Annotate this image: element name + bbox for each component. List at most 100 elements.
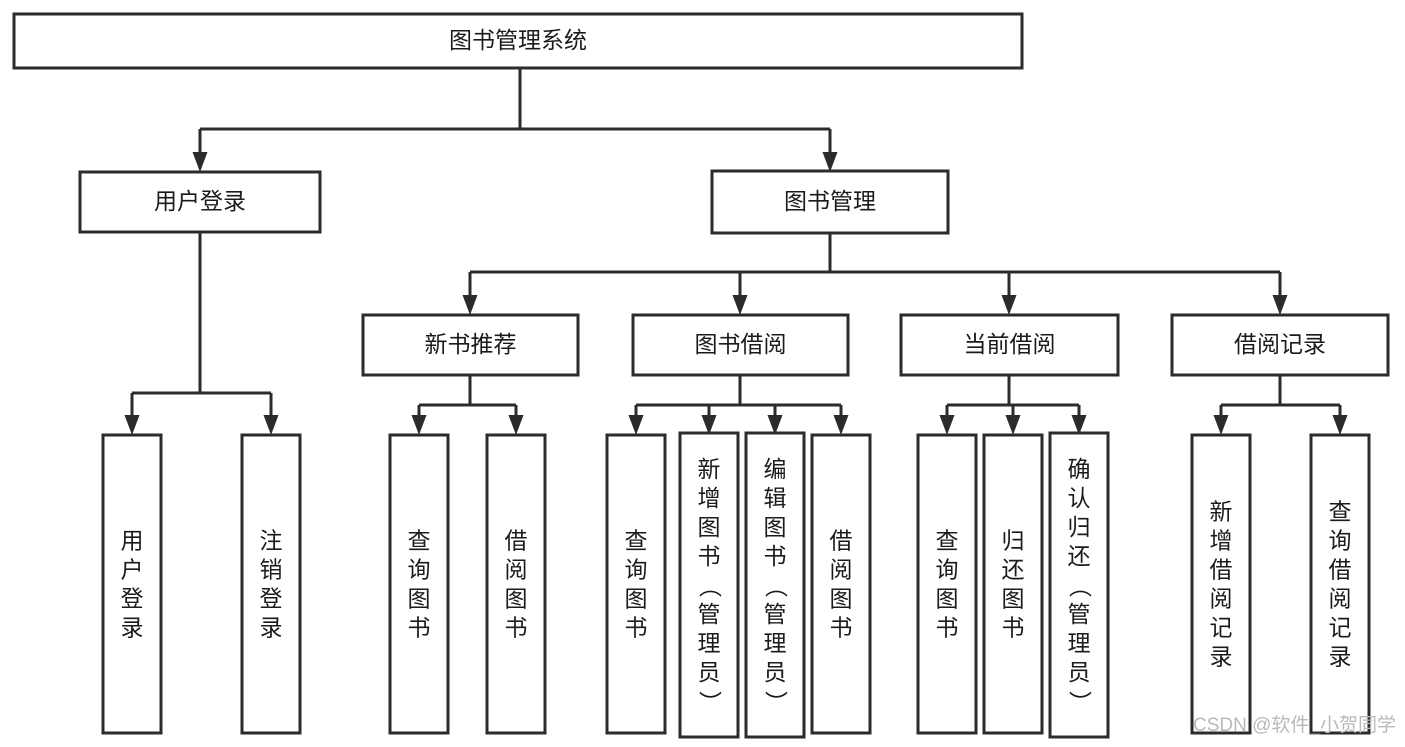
node-box[interactable] [605, 433, 667, 735]
node-box[interactable] [810, 433, 872, 735]
arrow-head-icon [1332, 415, 1348, 435]
node-label-char: 理 [1068, 630, 1091, 656]
node-label: 当前借阅 [964, 331, 1056, 357]
node-box[interactable] [12, 12, 1024, 70]
node-label-char: 图 [764, 514, 787, 540]
node-label-char: 理 [698, 630, 721, 656]
node-label-char: 管 [698, 601, 721, 627]
node-box[interactable] [485, 433, 547, 735]
node-box[interactable] [982, 433, 1044, 735]
node-box[interactable] [361, 313, 580, 377]
node-level1-1[interactable]: 图书管理 [710, 169, 950, 235]
node-label-char: 书 [936, 615, 959, 641]
node-label-char: 图 [625, 586, 648, 612]
node-box[interactable] [240, 433, 302, 735]
node-label-char: 录 [1329, 644, 1352, 670]
node-level1-0[interactable]: 用户登录 [78, 170, 322, 234]
node-label-char: 阅 [1210, 586, 1233, 612]
node-label-char: 还 [1002, 557, 1025, 583]
node-label-char: 书 [1002, 615, 1025, 641]
arrow-head-icon [833, 415, 849, 435]
node-label-char: 阅 [1329, 586, 1352, 612]
node-label-char: 登 [260, 586, 283, 612]
node-level2-1[interactable]: 图书借阅 [631, 313, 850, 377]
node-box[interactable] [631, 313, 850, 377]
node-label-char: 销 [260, 557, 283, 583]
node-label-char: 图 [936, 586, 959, 612]
arrow-head-icon [411, 415, 427, 435]
arrow-head-icon [1001, 295, 1017, 315]
node-label: 新书推荐 [425, 331, 517, 357]
node-label-char: 借 [1329, 557, 1352, 583]
node-box[interactable] [678, 431, 740, 739]
node-box[interactable] [744, 431, 806, 739]
arrow-head-icon [124, 415, 140, 435]
node-root-0[interactable]: 图书管理系统 [12, 12, 1024, 70]
connector-layer [124, 68, 1348, 435]
node-level2-2[interactable]: 当前借阅 [899, 313, 1120, 377]
node-box[interactable] [1309, 433, 1371, 735]
node-label-char: 员 [1068, 659, 1091, 685]
node-label-char: 还 [1068, 543, 1091, 569]
node-label-char: 新 [698, 456, 721, 482]
watermark-layer: CSDN @软件_小贺同学 [1193, 714, 1396, 736]
node-label-char: 增 [698, 485, 721, 511]
node-label-char: 认 [1068, 485, 1091, 511]
arrow-head-icon [939, 415, 955, 435]
node-label-char: 阅 [830, 557, 853, 583]
node-box[interactable] [78, 170, 322, 234]
node-label-char: 书 [698, 543, 721, 569]
node-level2-3[interactable]: 借阅记录 [1170, 313, 1390, 377]
node-label-char: （ [763, 575, 789, 598]
arrow-head-icon [508, 415, 524, 435]
node-label-char: 员 [698, 659, 721, 685]
node-box[interactable] [1190, 433, 1252, 735]
node-box[interactable] [899, 313, 1120, 377]
node-label-char: 户 [121, 557, 144, 583]
node-box[interactable] [710, 169, 950, 235]
node-box[interactable] [388, 433, 450, 735]
connector-record-to-leaves [1213, 375, 1348, 435]
node-label-char: 书 [505, 615, 528, 641]
node-label: 用户登录 [154, 188, 246, 214]
node-leaf-0[interactable]: 用户登录 [101, 433, 163, 735]
node-label-char: 图 [1002, 586, 1025, 612]
arrow-head-icon [263, 415, 279, 435]
node-box[interactable] [101, 433, 163, 735]
node-level2-0[interactable]: 新书推荐 [361, 313, 580, 377]
node-box[interactable] [1170, 313, 1390, 377]
node-label-char: 记 [1329, 615, 1352, 641]
node-box[interactable] [1048, 431, 1110, 739]
node-label-char: 询 [1329, 528, 1352, 554]
node-label-char: 阅 [505, 557, 528, 583]
node-label-char: 注 [260, 528, 283, 554]
arrow-head-icon [1213, 415, 1229, 435]
node-label-char: （ [1067, 575, 1093, 598]
node-label-char: 书 [764, 543, 787, 569]
node-label-char: 借 [830, 528, 853, 554]
node-box[interactable] [916, 433, 978, 735]
node-label-char: 询 [408, 557, 431, 583]
node-label-char: 书 [625, 615, 648, 641]
connector-borrow-to-leaves [628, 375, 849, 435]
node-label-char: 新 [1210, 499, 1233, 525]
node-label-char: 询 [625, 557, 648, 583]
arrow-head-icon [822, 152, 838, 172]
node-label-char: 查 [408, 528, 431, 554]
node-label-char: 查 [625, 528, 648, 554]
connector-userlogin-to-leaves [124, 232, 279, 435]
connector-newbook-to-leaves [411, 375, 524, 435]
